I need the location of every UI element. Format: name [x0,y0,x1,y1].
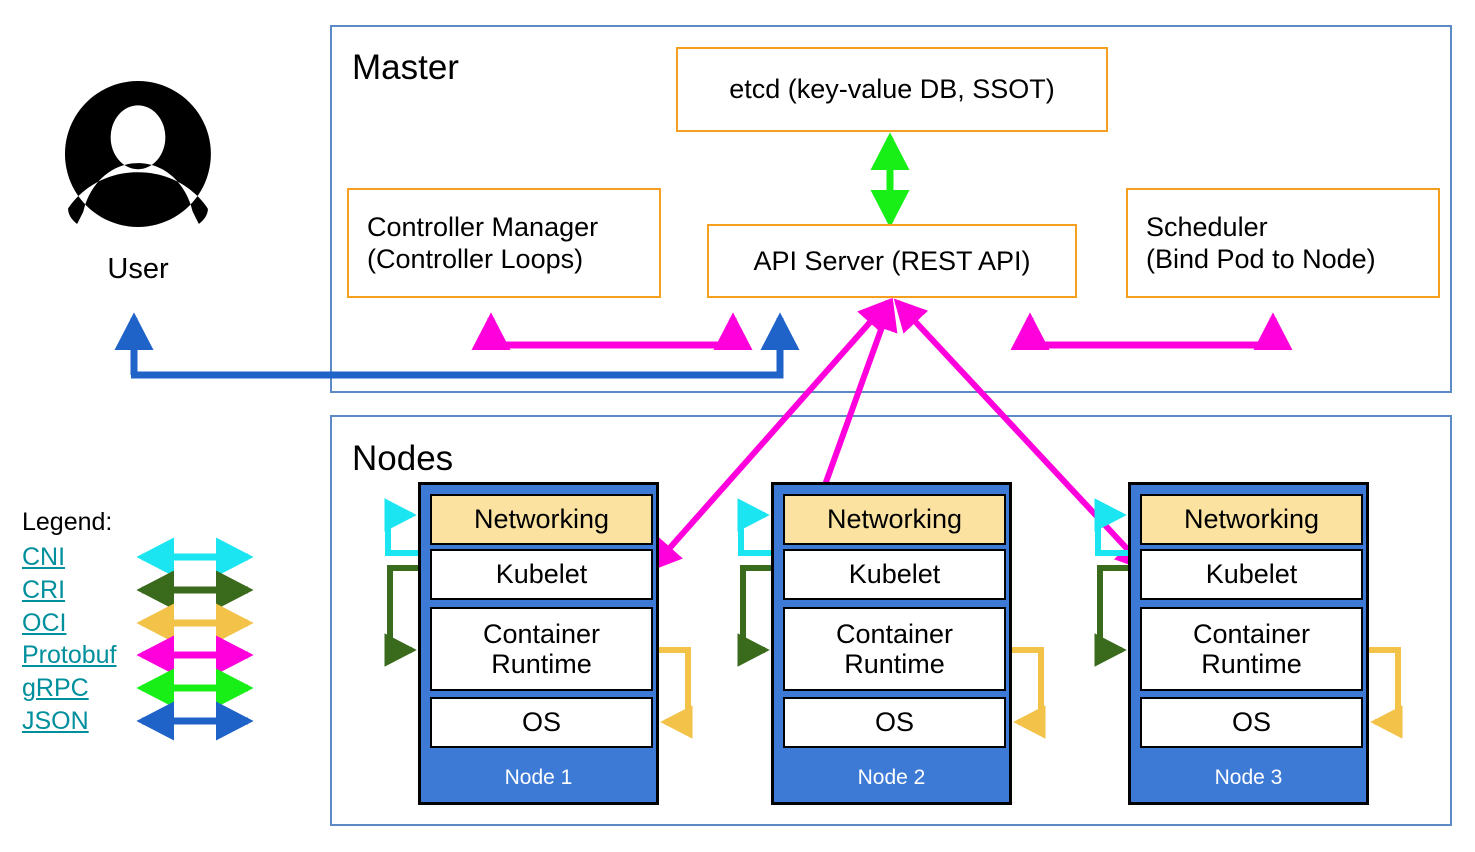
node-3-os-layer[interactable]: OS [1140,697,1363,748]
legend-title: Legend: [22,508,113,536]
node-1-container-runtime-label-line1: Container [482,618,601,649]
node-3-container-runtime-layer[interactable]: Container Runtime [1140,607,1363,691]
scheduler-label-line2: (Bind Pod to Node) [1146,244,1376,274]
node-2-container-runtime-label-line2: Runtime [844,649,945,679]
api-server-box[interactable]: API Server (REST API) [707,224,1077,298]
controller-manager-label-line2: (Controller Loops) [367,244,584,274]
node-3[interactable]: Networking Kubelet Container Runtime OS … [1128,482,1369,805]
node-2-container-runtime-layer[interactable]: Container Runtime [783,607,1006,691]
node-2-container-runtime-label-line1: Container [835,618,954,649]
legend-item-cri[interactable]: CRI [22,576,66,604]
api-server-label: API Server (REST API) [753,245,1031,276]
user-avatar-icon [62,78,214,230]
node-3-container-runtime-label-line1: Container [1192,618,1311,649]
node-1-kubelet-label: Kubelet [495,559,588,590]
legend-item-oci[interactable]: OCI [22,609,67,637]
scheduler-box[interactable]: Scheduler (Bind Pod to Node) [1126,188,1440,298]
node-2-os-label: OS [874,707,914,738]
node-2-networking-layer[interactable]: Networking [783,494,1006,545]
legend-item-cni[interactable]: CNI [22,543,66,571]
node-2-kubelet-label: Kubelet [848,559,941,590]
node-2-os-layer[interactable]: OS [783,697,1006,748]
node-1-networking-label: Networking [473,504,610,535]
node-1-os-label: OS [521,707,561,738]
node-1-container-runtime-label-line2: Runtime [491,649,592,679]
node-1-os-layer[interactable]: OS [430,697,653,748]
node-1-name-label: Node 1 [504,766,573,789]
node-3-kubelet-label: Kubelet [1205,559,1298,590]
user-avatar-svg [64,81,211,227]
nodes-group-title: Nodes [352,439,454,478]
node-2[interactable]: Networking Kubelet Container Runtime OS … [771,482,1012,805]
node-1-kubelet-layer[interactable]: Kubelet [430,549,653,600]
master-group-title: Master [352,48,459,87]
legend-item-grpc[interactable]: gRPC [22,674,89,702]
controller-manager-label-line1: Controller Manager [367,211,599,242]
legend-item-protobuf[interactable]: Protobuf [22,641,117,669]
legend-item-json[interactable]: JSON [22,707,89,735]
controller-manager-box[interactable]: Controller Manager (Controller Loops) [347,188,661,298]
node-2-kubelet-layer[interactable]: Kubelet [783,549,1006,600]
node-3-container-runtime-label-line2: Runtime [1201,649,1302,679]
node-1-networking-layer[interactable]: Networking [430,494,653,545]
node-3-name-label: Node 3 [1214,766,1283,789]
node-1[interactable]: Networking Kubelet Container Runtime OS … [418,482,659,805]
node-2-networking-label: Networking [826,504,963,535]
user-label: User [107,253,169,285]
node-3-kubelet-layer[interactable]: Kubelet [1140,549,1363,600]
node-3-networking-layer[interactable]: Networking [1140,494,1363,545]
scheduler-label-line1: Scheduler [1146,211,1268,242]
node-1-container-runtime-layer[interactable]: Container Runtime [430,607,653,691]
node-3-networking-label: Networking [1183,504,1320,535]
etcd-box[interactable]: etcd (key-value DB, SSOT) [676,47,1108,132]
node-2-name-label: Node 2 [857,766,926,789]
node-3-os-label: OS [1231,707,1271,738]
etcd-label: etcd (key-value DB, SSOT) [729,74,1055,105]
